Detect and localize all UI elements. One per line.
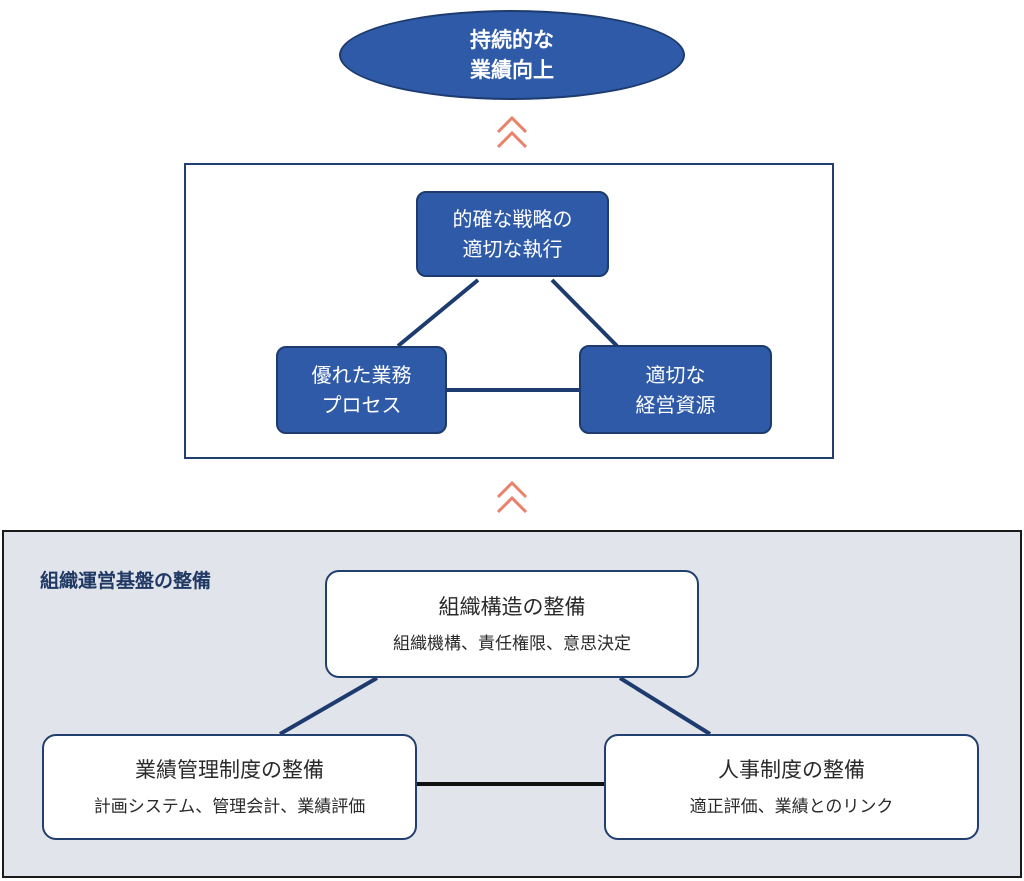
strategy-line-1: 的確な戦略の bbox=[452, 207, 573, 231]
double-chevron-up-icon bbox=[495, 113, 529, 153]
resources-line-2: 経営資源 bbox=[635, 392, 716, 417]
goal-line-1: 持続的な bbox=[470, 28, 554, 52]
double-chevron-up-icon bbox=[495, 478, 529, 518]
hr-system-title: 人事制度の整備 bbox=[718, 758, 865, 782]
strategy-line-2: 適切な執行 bbox=[462, 237, 563, 261]
foundation-title: 組織運営基盤の整備 bbox=[40, 570, 212, 592]
process-box: 優れた業務 プロセス bbox=[276, 346, 447, 434]
goal-ellipse: 持続的な 業績向上 bbox=[339, 10, 685, 100]
resources-line-1: 適切な bbox=[645, 362, 706, 387]
performance-system-detail: 計画システム、管理会計、業績評価 bbox=[93, 797, 366, 817]
connector-strategy-process bbox=[396, 278, 480, 348]
org-structure-title: 組織構造の整備 bbox=[438, 595, 586, 619]
connector-strategy-resources bbox=[550, 278, 619, 348]
performance-system-title: 業績管理制度の整備 bbox=[135, 758, 324, 782]
org-structure-detail: 組織機構、責任権限、意思決定 bbox=[393, 634, 631, 654]
hr-system-box: 人事制度の整備 適正評価、業績とのリンク bbox=[604, 734, 979, 840]
org-structure-box: 組織構造の整備 組織機構、責任権限、意思決定 bbox=[325, 570, 699, 678]
hr-system-detail: 適正評価、業績とのリンク bbox=[689, 797, 894, 817]
strategy-box: 的確な戦略の 適切な執行 bbox=[416, 191, 609, 277]
performance-system-box: 業績管理制度の整備 計画システム、管理会計、業績評価 bbox=[42, 734, 417, 840]
goal-line-2: 業績向上 bbox=[470, 58, 554, 82]
resources-box: 適切な 経営資源 bbox=[579, 345, 772, 434]
process-line-1: 優れた業務 bbox=[311, 363, 412, 387]
process-line-2: プロセス bbox=[321, 393, 402, 417]
